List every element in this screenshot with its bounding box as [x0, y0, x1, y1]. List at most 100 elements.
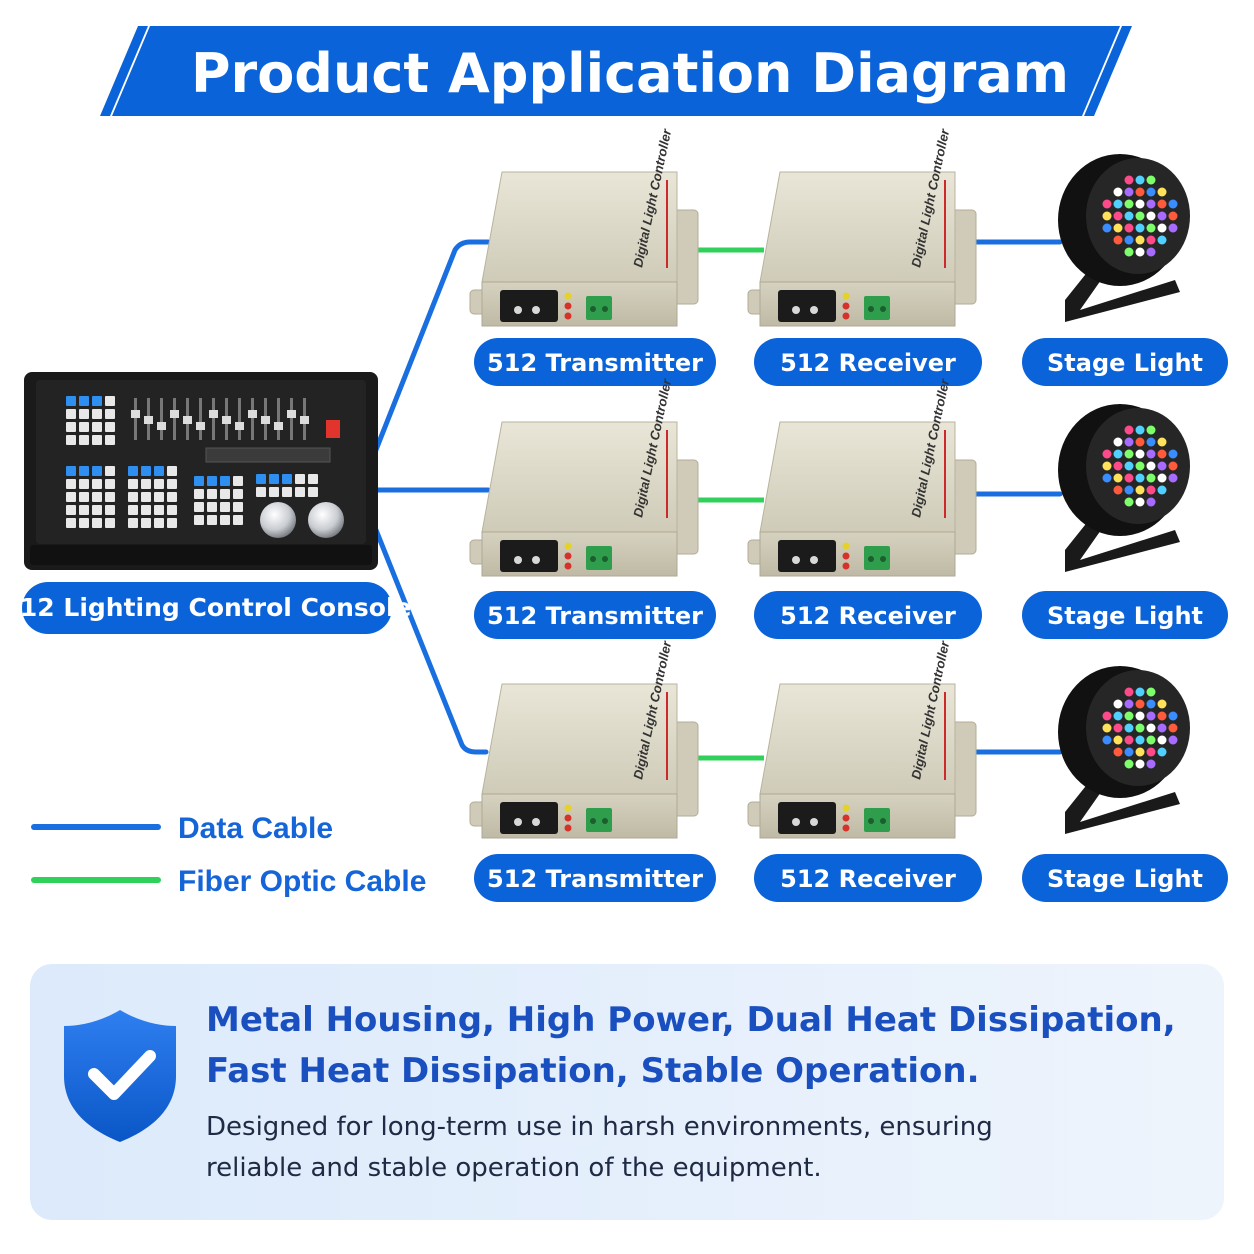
- fader-knob: [170, 410, 179, 418]
- console-button: [194, 515, 204, 525]
- console-button: [79, 396, 89, 406]
- console-label: 512 Lighting Control Console: [3, 593, 412, 622]
- receiver-device: Digital Light Controller: [747, 377, 977, 577]
- transmitter-label-pill: [474, 338, 716, 386]
- console-button: [233, 476, 243, 486]
- console-button: [92, 466, 102, 476]
- transmitter-device: Digital Light Controller: [469, 127, 699, 327]
- fader-knob: [248, 410, 257, 418]
- stage-light-label: Stage Light: [1047, 602, 1203, 630]
- stage-light-label-pill: [1022, 338, 1228, 386]
- fader-knob: [261, 416, 270, 424]
- console-button: [207, 502, 217, 512]
- fader-track: [134, 398, 137, 440]
- console-button: [282, 487, 292, 497]
- fader-knob: [196, 422, 205, 430]
- console-button: [233, 502, 243, 512]
- transmitter-label-pill: [474, 591, 716, 639]
- fader-knob: [209, 410, 218, 418]
- stage-light-label: Stage Light: [1047, 349, 1203, 377]
- console-button: [79, 422, 89, 432]
- console-button: [207, 476, 217, 486]
- console-button: [154, 505, 164, 515]
- fader-knob: [235, 422, 244, 430]
- fader-track: [160, 398, 163, 440]
- stage-light-image: [1058, 154, 1190, 322]
- console-button: [105, 492, 115, 502]
- console-button: [128, 518, 138, 528]
- console-button: [66, 492, 76, 502]
- footer-headline-2: Fast Heat Dissipation, Stable Operation.: [206, 1051, 980, 1091]
- console-button: [167, 479, 177, 489]
- legend-data-cable-label: Data Cable: [178, 812, 333, 845]
- console-button: [194, 502, 204, 512]
- fader-track: [199, 398, 202, 440]
- receiver-device: Digital Light Controller: [747, 639, 977, 839]
- title-banner: Product Application Diagram: [100, 26, 1132, 116]
- console-button: [66, 435, 76, 445]
- data-cables: [365, 239, 1063, 755]
- fader-track: [277, 398, 280, 440]
- console-button: [141, 505, 151, 515]
- console-button: [128, 505, 138, 515]
- page-title: Product Application Diagram: [191, 42, 1069, 105]
- console-button: [105, 422, 115, 432]
- console-fader-bank: [131, 398, 309, 440]
- console-button: [66, 479, 76, 489]
- fader-track: [238, 398, 241, 440]
- console-label-pill: 512 Lighting Control Console: [3, 582, 412, 634]
- receiver-device: Digital Light Controller: [747, 127, 977, 327]
- transmitter-device: Digital Light Controller: [469, 639, 699, 839]
- console-button: [79, 435, 89, 445]
- stage-light-image: [1058, 666, 1190, 834]
- transmitter-label: 512 Transmitter: [487, 602, 703, 630]
- receiver-label: 512 Receiver: [780, 349, 956, 377]
- stage-light-label-pill: [1022, 591, 1228, 639]
- fader-knob: [274, 422, 283, 430]
- console-button: [308, 474, 318, 484]
- fader-knob: [222, 416, 231, 424]
- console-button: [79, 518, 89, 528]
- console-button: [220, 515, 230, 525]
- console-button: [66, 396, 76, 406]
- console-button: [141, 492, 151, 502]
- receiver-label-pill: [754, 338, 982, 386]
- console-button: [128, 492, 138, 502]
- console-button: [141, 518, 151, 528]
- footer-body-2: reliable and stable operation of the equ…: [206, 1153, 822, 1183]
- console-button: [105, 505, 115, 515]
- console-button: [194, 476, 204, 486]
- fader-knob: [300, 416, 309, 424]
- console-button: [92, 505, 102, 515]
- fader-knob: [144, 416, 153, 424]
- stage-light-image: [1058, 404, 1190, 572]
- receiver-label: 512 Receiver: [780, 602, 956, 630]
- console-button: [282, 474, 292, 484]
- receiver-label-pill: [754, 591, 982, 639]
- console-button: [79, 492, 89, 502]
- console-button: [269, 487, 279, 497]
- console-button: [92, 492, 102, 502]
- console-button: [66, 466, 76, 476]
- console-button: [220, 502, 230, 512]
- console-button: [141, 466, 151, 476]
- console-button: [308, 487, 318, 497]
- stage-light-label-pill: [1022, 854, 1228, 902]
- console-button: [79, 409, 89, 419]
- fader-track: [290, 398, 293, 440]
- console-button: [105, 396, 115, 406]
- console-button: [128, 479, 138, 489]
- console-button: [207, 515, 217, 525]
- console-button: [66, 409, 76, 419]
- console-button: [233, 515, 243, 525]
- transmitter-label-pill: [474, 854, 716, 902]
- console-button: [256, 487, 266, 497]
- footer-body-1: Designed for long-term use in harsh envi…: [206, 1112, 993, 1142]
- footer-panel: Metal Housing, High Power, Dual Heat Dis…: [30, 964, 1224, 1220]
- console-button: [220, 476, 230, 486]
